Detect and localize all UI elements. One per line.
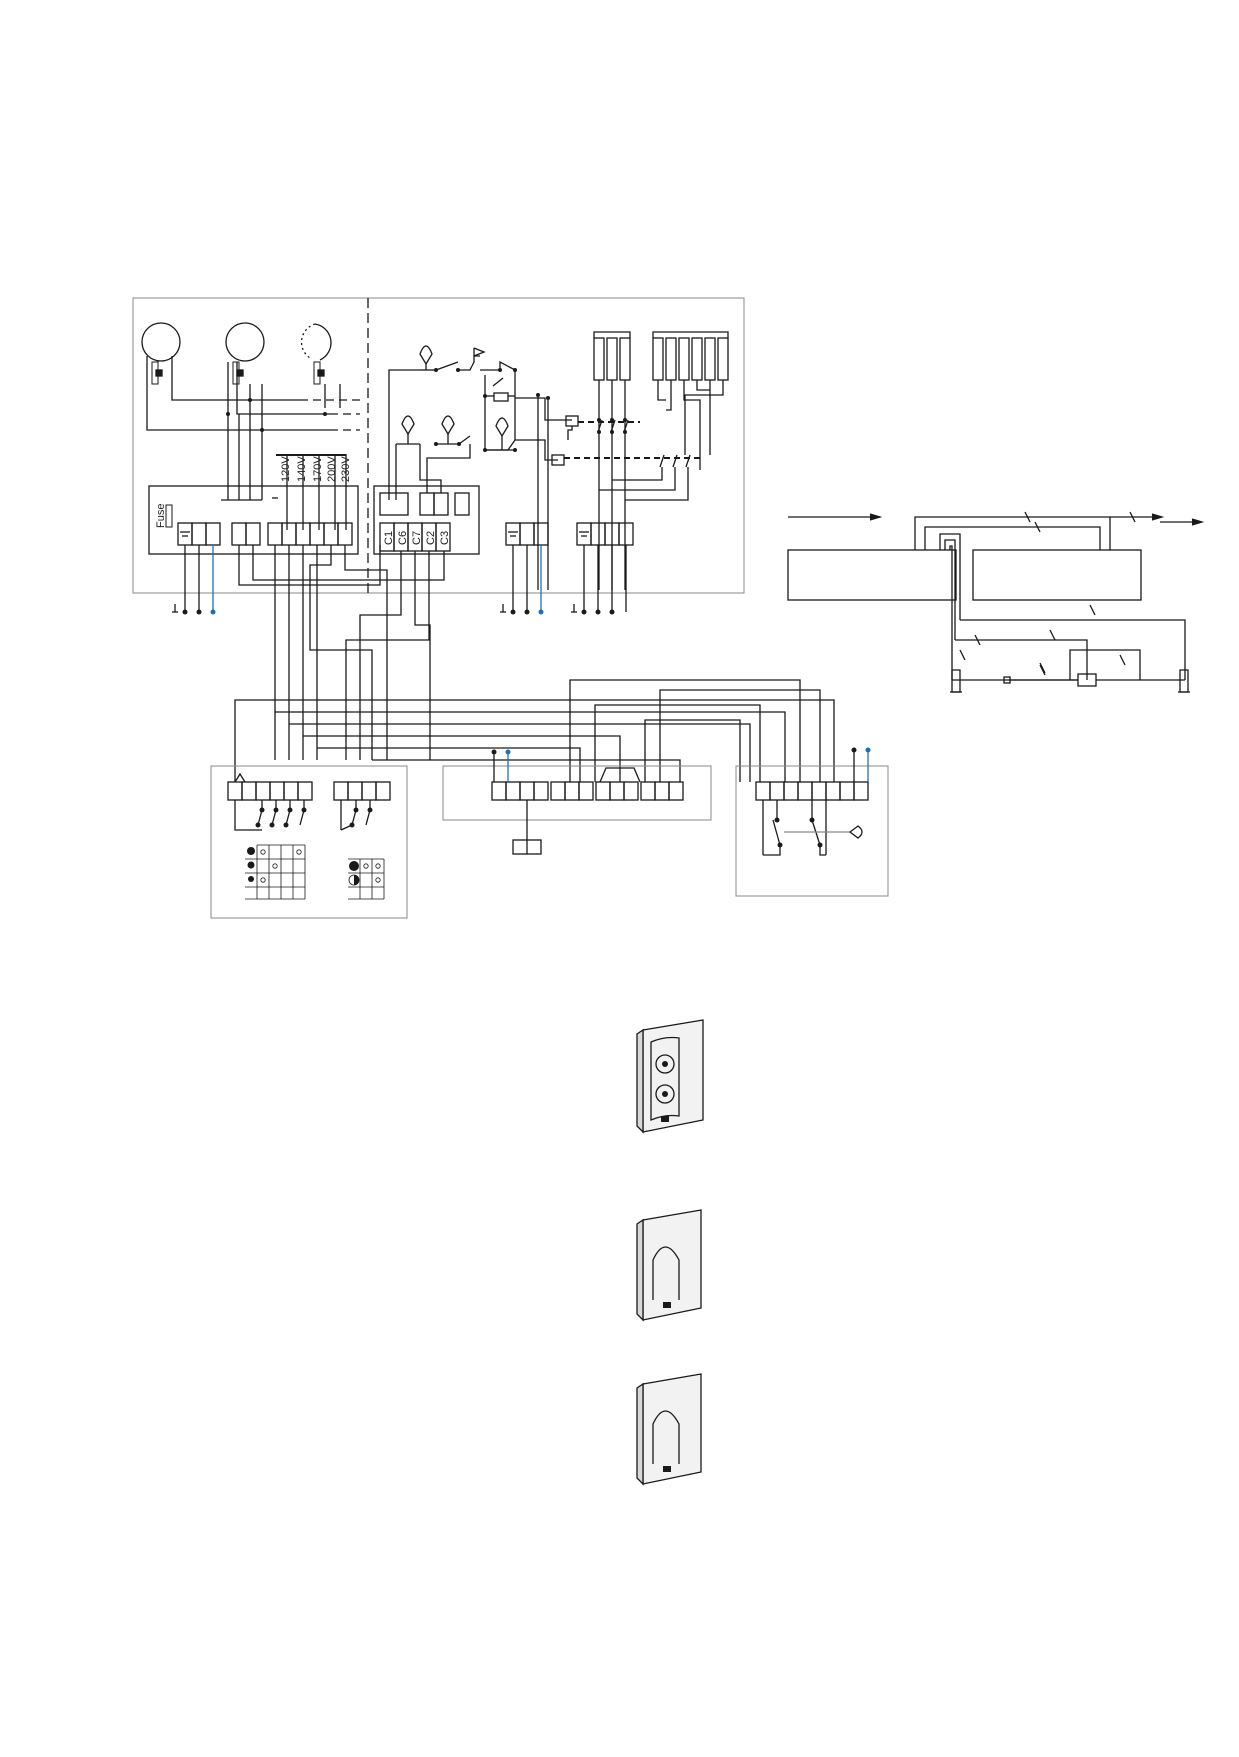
terminal-c1: C1 bbox=[383, 531, 395, 545]
half-moon-icon bbox=[348, 874, 360, 886]
voltage-tap-140: 140V bbox=[296, 456, 308, 482]
fan-speed-table bbox=[245, 844, 306, 900]
fan-motor-2 bbox=[225, 322, 265, 385]
wall-controller-plain-2 bbox=[636, 1373, 702, 1486]
fuse-label: Fuse bbox=[155, 504, 167, 528]
voltage-tap-170: 170V bbox=[312, 456, 324, 482]
thermostat-bulb-icon-1 bbox=[419, 345, 433, 366]
thermostat-bulb-icon-5 bbox=[848, 825, 863, 839]
fan-motor-3-optional bbox=[300, 323, 332, 385]
controller-board-right bbox=[735, 747, 889, 897]
voltage-tap-200: 200V bbox=[326, 456, 338, 482]
control-board: Fuse bbox=[148, 485, 359, 555]
fan-icon-low bbox=[248, 876, 254, 882]
sensor-left bbox=[951, 669, 961, 693]
fan-icon-high bbox=[247, 847, 255, 855]
sensor-right bbox=[1179, 669, 1189, 693]
mode-table bbox=[348, 858, 385, 900]
voltage-tap-230: 230V bbox=[340, 456, 352, 482]
voltage-tap-block: 120V 140V 170V 200V 230V bbox=[276, 454, 352, 530]
terminal-c6: C6 bbox=[397, 531, 409, 545]
thermostat-bulb-icon-4 bbox=[441, 415, 455, 436]
temp-knob-icon bbox=[655, 1084, 675, 1104]
terminal-c7: C7 bbox=[411, 531, 423, 545]
full-moon-icon bbox=[349, 861, 359, 871]
thermostat-bulb-icon-2 bbox=[495, 417, 509, 438]
capacitor-terminal-board: C1 C6 C7 C2 C3 bbox=[373, 485, 480, 555]
thermostat-switch-network bbox=[388, 345, 579, 590]
heater-bank-2 bbox=[564, 331, 729, 501]
fan-motor-1 bbox=[141, 322, 181, 385]
terminal-c3: C3 bbox=[439, 531, 451, 545]
wall-controller-with-knobs bbox=[636, 1019, 704, 1134]
thermostat-bulb-icon-3 bbox=[401, 415, 415, 436]
voltage-tap-120: 120V bbox=[280, 456, 292, 482]
fan-icon-medium bbox=[247, 861, 255, 869]
controller-board-left bbox=[210, 765, 408, 919]
terminal-strip-center bbox=[505, 522, 549, 546]
controller-board-middle bbox=[442, 749, 712, 855]
supply-leads bbox=[172, 545, 627, 615]
heater-bank-1 bbox=[578, 331, 640, 590]
fan-knob-icon bbox=[655, 1054, 675, 1074]
control-cable-bus bbox=[234, 545, 835, 782]
main-unit-frame bbox=[132, 297, 745, 594]
terminal-c2: C2 bbox=[425, 531, 437, 545]
duct-schematic bbox=[787, 511, 1205, 693]
wall-controller-plain-1 bbox=[636, 1209, 702, 1322]
